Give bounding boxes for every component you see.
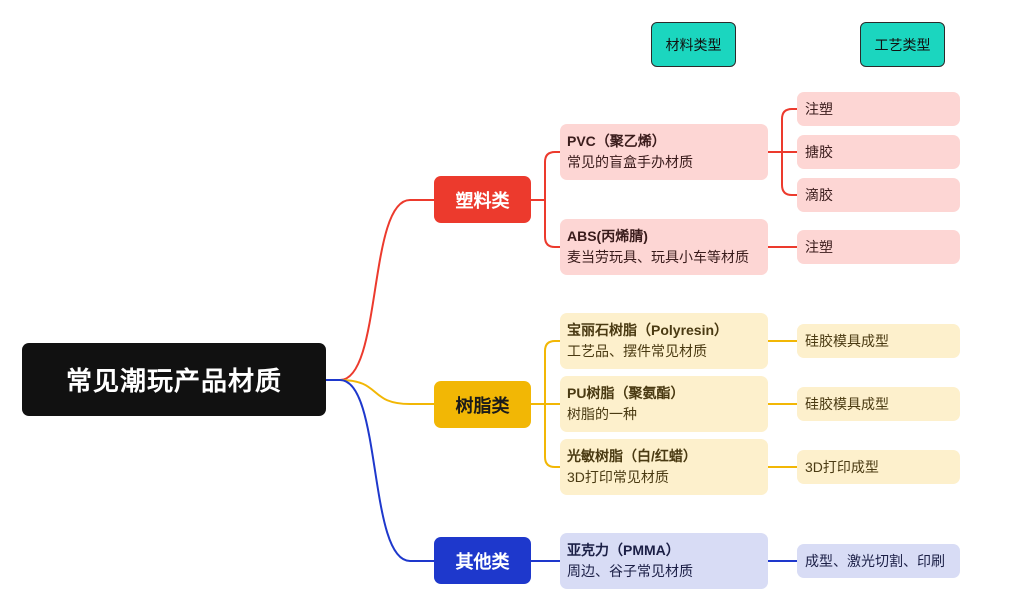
material-desc: 树脂的一种 [567,406,637,422]
header-process-type: 工艺类型 [860,22,945,67]
process-abs-injection: 注塑 [797,230,960,264]
header-material-type: 材料类型 [651,22,736,67]
connector-root-resin [325,379,435,405]
connector-plastic-pvc [530,151,561,201]
process-pvc-epoxy: 滴胶 [797,178,960,212]
material-title: 光敏树脂（白/红蜡） [567,448,697,464]
material-title: PVC（聚乙烯） [567,133,666,149]
connector-root-other [325,379,435,562]
material-pmma: 亚克力（PMMA） 周边、谷子常见材质 [560,533,768,589]
process-polyresin-silicone-mold: 硅胶模具成型 [797,324,960,358]
connector-root-plastic [325,199,435,381]
branch-other: 其他类 [434,537,531,584]
material-pvc: PVC（聚乙烯） 常见的盲盒手办材质 [560,124,768,180]
branch-resin: 树脂类 [434,381,531,428]
process-pvc-injection: 注塑 [797,92,960,126]
process-pmma-forming: 成型、激光切割、印刷 [797,544,960,578]
material-title: PU树脂（聚氨酯） [567,385,685,401]
material-desc: 常见的盲盒手办材质 [567,154,693,170]
connector-resin-polyresin [530,340,561,405]
material-title: 宝丽石树脂（Polyresin） [567,322,729,338]
material-title: 亚克力（PMMA） [567,542,680,558]
material-polyresin: 宝丽石树脂（Polyresin） 工艺品、摆件常见材质 [560,313,768,369]
process-pu-silicone-mold: 硅胶模具成型 [797,387,960,421]
connector-resin-photosensitive [544,403,561,468]
process-3d-printing: 3D打印成型 [797,450,960,484]
material-abs: ABS(丙烯腈) 麦当劳玩具、玩具小车等材质 [560,219,768,275]
material-desc: 3D打印常见材质 [567,469,669,485]
material-title: ABS(丙烯腈) [567,228,648,244]
material-desc: 周边、谷子常见材质 [567,563,693,579]
connector-pvc-epoxy [781,151,798,196]
material-pu-resin: PU树脂（聚氨酯） 树脂的一种 [560,376,768,432]
root-node: 常见潮玩产品材质 [22,343,326,416]
branch-plastic: 塑料类 [434,176,531,223]
material-desc: 麦当劳玩具、玩具小车等材质 [567,249,749,265]
connector-pvc-injection [767,108,798,153]
connector-plastic-abs [544,199,561,248]
process-pvc-rotocast: 搪胶 [797,135,960,169]
material-photosensitive-resin: 光敏树脂（白/红蜡） 3D打印常见材质 [560,439,768,495]
material-desc: 工艺品、摆件常见材质 [567,343,707,359]
